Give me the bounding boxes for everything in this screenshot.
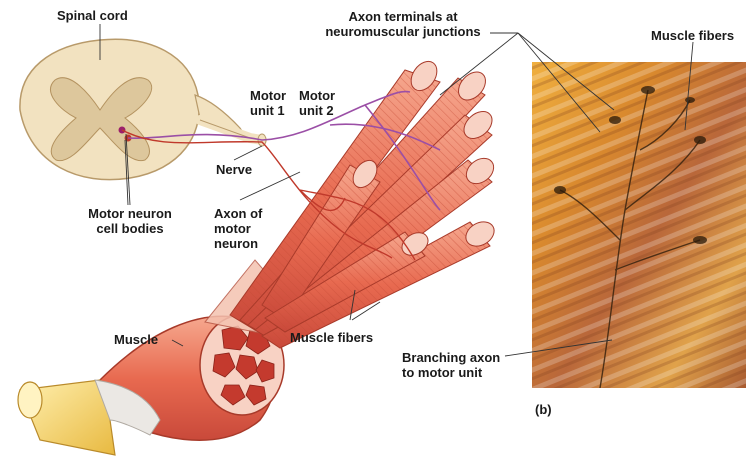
motor-unit-2-label-line1: Motor xyxy=(299,88,335,103)
axon-terminals-label: Axon terminals at neuromuscular junction… xyxy=(318,9,488,39)
branching-axon-label-line1: Branching axon xyxy=(402,350,500,365)
motor-neuron-cell-bodies-label-line2: cell bodies xyxy=(70,221,190,236)
axon-of-motor-neuron-label-line3: neuron xyxy=(214,236,262,251)
motor-neuron-cell-bodies-label: Motor neuron cell bodies xyxy=(70,206,190,236)
spinal-cord xyxy=(20,39,248,179)
axon-terminals-label-line2: neuromuscular junctions xyxy=(318,24,488,39)
motor-unit-2-label: Motor unit 2 xyxy=(299,88,335,118)
muscle-fibers-center-label: Muscle fibers xyxy=(290,330,373,345)
motor-neuron-cell-bodies-label-line1: Motor neuron xyxy=(70,206,190,221)
branching-axon-label: Branching axon to motor unit xyxy=(402,350,500,380)
axon-of-motor-neuron-label-line2: motor xyxy=(214,221,262,236)
axon-of-motor-neuron-label: Axon of motor neuron xyxy=(214,206,262,251)
panel-b-label: (b) xyxy=(535,402,552,417)
axon-of-motor-neuron-label-line1: Axon of xyxy=(214,206,262,221)
motor-unit-2-label-line2: unit 2 xyxy=(299,103,335,118)
motor-unit-1-label: Motor unit 1 xyxy=(250,88,286,118)
branching-axon-label-line2: to motor unit xyxy=(402,365,500,380)
motor-unit-1-label-line1: Motor xyxy=(250,88,286,103)
axon-terminals-label-line1: Axon terminals at xyxy=(318,9,488,24)
muscle-fibers-top-label: Muscle fibers xyxy=(651,28,734,43)
muscle-label: Muscle xyxy=(114,332,158,347)
photomicrograph xyxy=(532,62,746,388)
nerve-label: Nerve xyxy=(216,162,252,177)
motor-unit-1-label-line2: unit 1 xyxy=(250,103,286,118)
spinal-cord-label: Spinal cord xyxy=(57,8,128,23)
